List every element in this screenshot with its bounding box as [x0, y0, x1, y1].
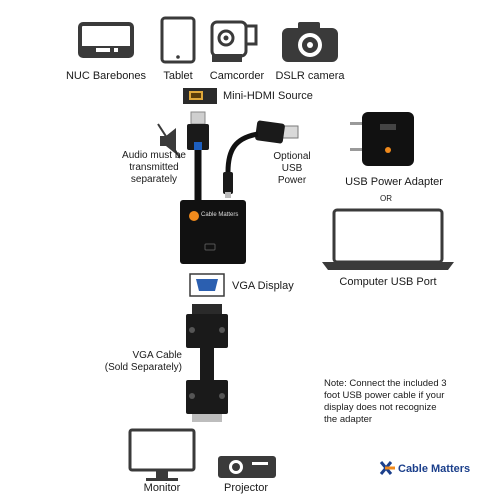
- audio-note: Audio must be transmitted separately: [122, 150, 186, 186]
- muted-speaker-icon: [157, 123, 181, 159]
- monitor-icon: [128, 428, 196, 481]
- vga-cable-label-line: VGA Cable: [132, 350, 182, 361]
- label-nuc: NUC Barebones: [65, 70, 147, 82]
- audio-note-line: separately: [130, 174, 178, 185]
- usb-power-label-line: Power: [277, 175, 307, 186]
- label-tablet: Tablet: [163, 70, 193, 82]
- label-or: OR: [380, 194, 392, 203]
- tablet-icon: [160, 16, 196, 64]
- mini-hdmi-plug-icon: [183, 88, 217, 104]
- dslr-camera-icon: [282, 22, 338, 62]
- audio-note-line: Audio must be: [122, 150, 186, 161]
- label-source: Mini-HDMI Source: [223, 90, 313, 102]
- laptop-icon: [322, 208, 454, 270]
- vga-cable-top-plug: [186, 304, 228, 366]
- vga-cable-bottom-plug: [186, 366, 228, 422]
- label-camcorder: Camcorder: [209, 70, 265, 82]
- vga-display-port-icon: [189, 273, 225, 297]
- cable-matters-logo-icon: [379, 461, 395, 475]
- projector-icon: [218, 456, 276, 478]
- usb-power-note: Note: Connect the included 3 foot USB po…: [324, 378, 447, 425]
- usb-power-cable: [223, 120, 299, 198]
- vga-cable-label-line: (Sold Separately): [104, 362, 182, 373]
- usb-wall-adapter-icon: [350, 112, 414, 166]
- brand-name: Cable Matters: [398, 463, 471, 475]
- label-usb-power-adapter: USB Power Adapter: [345, 176, 443, 188]
- audio-note-line: transmitted: [129, 162, 179, 173]
- label-vga-display: VGA Display: [232, 280, 294, 292]
- usb-power-label: Optional USB Power: [273, 151, 310, 187]
- label-projector: Projector: [223, 482, 269, 494]
- label-computer-usb-port: Computer USB Port: [339, 276, 437, 288]
- adapter-brand-text: Cable Matters: [201, 212, 239, 218]
- nuc-icon: [78, 22, 134, 58]
- usb-power-label-line: Optional: [273, 151, 311, 162]
- mini-hdmi-cable: [187, 111, 209, 205]
- vga-adapter-box: [180, 200, 246, 264]
- usb-power-label-line: USB: [281, 163, 303, 174]
- label-monitor: Monitor: [143, 482, 181, 494]
- camcorder-icon: [210, 20, 258, 62]
- label-dslr: DSLR camera: [275, 70, 345, 82]
- vga-cable-label: VGA Cable (Sold Separately): [100, 350, 182, 374]
